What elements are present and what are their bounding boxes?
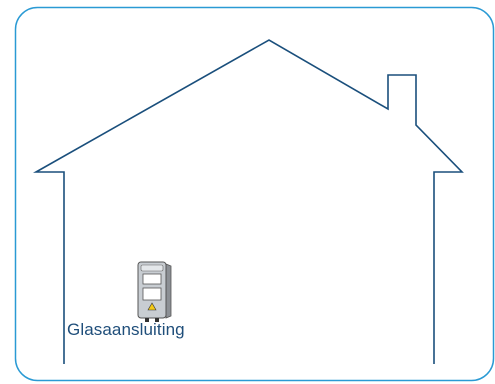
outer-frame xyxy=(14,6,495,382)
house-outline xyxy=(32,39,464,364)
device-label: Glasaansluiting xyxy=(67,320,185,339)
fiber-termination-box-icon xyxy=(137,261,172,322)
